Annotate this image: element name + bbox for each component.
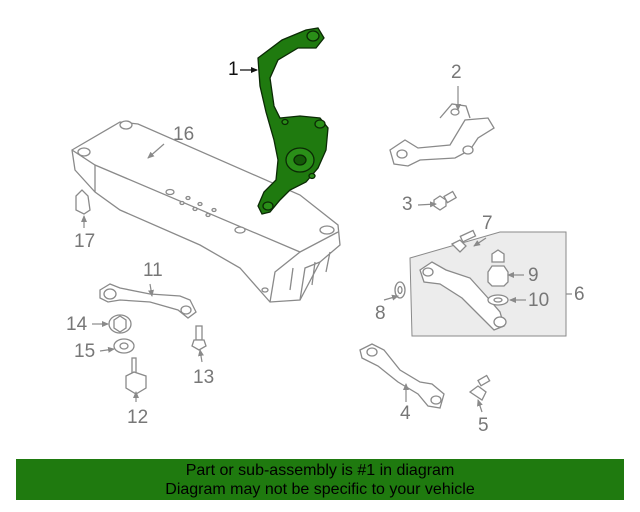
part-2-upper-arm[interactable] bbox=[389, 103, 495, 167]
part-17-bushing[interactable] bbox=[75, 189, 91, 215]
callout-16: 16 bbox=[173, 124, 195, 145]
callout-3: 3 bbox=[402, 194, 413, 215]
callout-6: 6 bbox=[574, 284, 585, 305]
lower-arm[interactable] bbox=[419, 261, 507, 331]
callout-5: 5 bbox=[478, 415, 489, 436]
callout-4: 4 bbox=[400, 403, 411, 424]
info-banner: Part or sub-assembly is #1 in diagram Di… bbox=[16, 459, 624, 500]
callout-7: 7 bbox=[482, 213, 493, 234]
banner-line-2: Diagram may not be specific to your vehi… bbox=[165, 481, 475, 498]
part-12-bolt[interactable] bbox=[125, 357, 147, 395]
leader-lines bbox=[81, 86, 572, 413]
callout-13: 13 bbox=[193, 367, 215, 388]
callout-17: 17 bbox=[74, 231, 96, 252]
callout-14: 14 bbox=[66, 314, 88, 335]
callout-2: 2 bbox=[451, 62, 462, 83]
banner-line-1: Part or sub-assembly is #1 in diagram bbox=[185, 462, 455, 479]
callout-12: 12 bbox=[127, 407, 149, 428]
part-5-bolt[interactable] bbox=[468, 374, 491, 401]
parts-diagram bbox=[71, 27, 572, 413]
part-8-washer[interactable] bbox=[394, 281, 406, 299]
callout-10: 10 bbox=[528, 290, 550, 311]
part-13-bolt[interactable] bbox=[191, 325, 207, 351]
part-1-knuckle[interactable] bbox=[257, 27, 329, 215]
part-3-bolt[interactable] bbox=[433, 190, 458, 211]
part-9-bushing[interactable] bbox=[487, 249, 509, 287]
part-16-crossmember[interactable] bbox=[71, 120, 341, 303]
part-11-lateral-link[interactable] bbox=[99, 283, 197, 319]
part-7-bolt[interactable] bbox=[450, 229, 477, 253]
callout-1: 1 bbox=[228, 59, 239, 80]
callout-11: 11 bbox=[143, 260, 163, 281]
part-15-bushing[interactable] bbox=[113, 338, 135, 354]
part-10-washer[interactable] bbox=[487, 294, 509, 306]
callout-8: 8 bbox=[375, 303, 386, 324]
part-14-bushing[interactable] bbox=[108, 314, 132, 334]
callout-15: 15 bbox=[74, 341, 96, 362]
part-4-link[interactable] bbox=[359, 343, 445, 409]
callout-9: 9 bbox=[528, 265, 539, 286]
part-6-lower-arm-assembly-box bbox=[409, 231, 567, 337]
